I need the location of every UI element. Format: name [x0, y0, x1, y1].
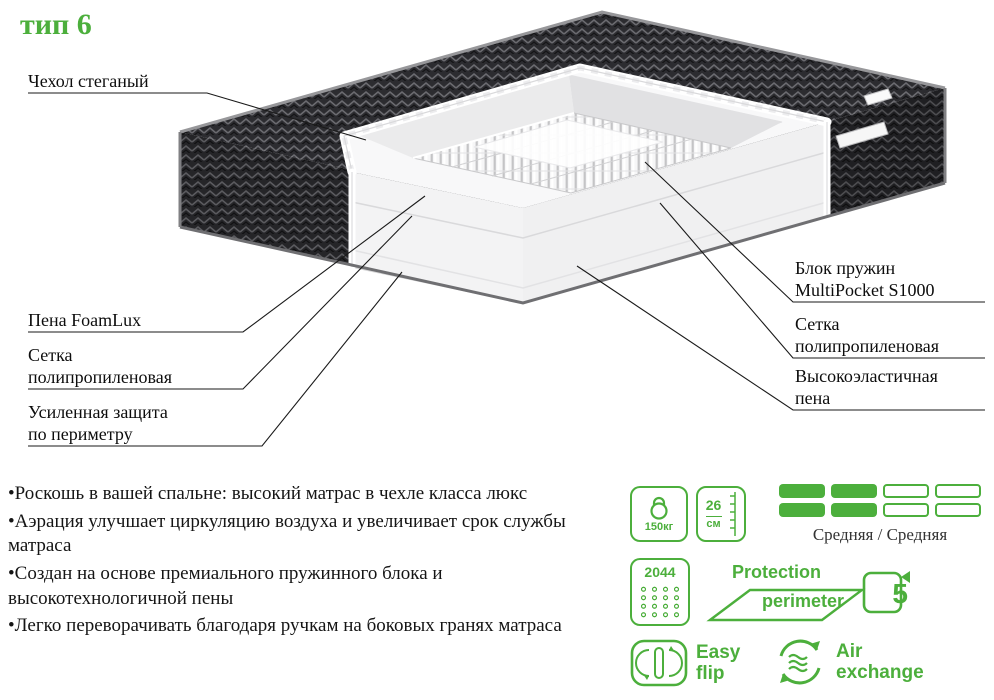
- flip-arrow-icon: [862, 571, 910, 614]
- page-title: тип 6: [20, 8, 92, 41]
- ruler-icon: [729, 492, 736, 536]
- protection-text-1: Protection: [732, 562, 822, 582]
- air-exchange-block: Air exchange: [772, 634, 924, 690]
- firmness-bar: [831, 503, 877, 517]
- mesh-layer-line: [351, 151, 828, 239]
- feature-item: •Легко переворачивать благодаря ручкам н…: [8, 615, 562, 637]
- cut-face-left: [352, 172, 523, 303]
- firmness-bar: [935, 484, 981, 498]
- connector-foamlux: [28, 195, 426, 333]
- firmness-bar: [779, 503, 825, 517]
- connector-springs: [644, 161, 985, 303]
- connector-elastic-foam: [576, 265, 985, 411]
- bottom-edge-tape: [179, 181, 946, 305]
- connector-mesh-left: [28, 215, 413, 390]
- corner-edges: [178, 88, 947, 227]
- firmness-label: Средняя / Средняя: [812, 525, 948, 544]
- height-value: 26: [705, 497, 722, 514]
- easy-flip-block: Easy flip: [630, 638, 740, 688]
- label-elastic-foam: Высокоэластичная пена: [795, 366, 938, 408]
- connector-cover: [28, 92, 367, 141]
- badge-panel: 150кг 26 см: [628, 482, 990, 698]
- handle: [835, 121, 889, 149]
- foam-inner-wall-back: [358, 75, 574, 158]
- feature-item: •Аэрация улучшает циркуляцию воздуха и у…: [8, 510, 566, 557]
- cut-face-front: [523, 122, 827, 303]
- springs-dots-icon: [638, 584, 682, 619]
- height-badge: 26 см: [696, 486, 746, 542]
- firmness-scale: Средняя / Средняя: [774, 484, 986, 545]
- spring-top-highlight: [412, 112, 575, 159]
- five-zones-badge: 5: [860, 564, 912, 620]
- label-springs: Блок пружин MultiPocket S1000: [795, 258, 935, 300]
- label-cover: Чехол стеганый: [28, 71, 149, 91]
- weight-badge: 150кг: [630, 486, 688, 542]
- air-text-2: exchange: [836, 662, 924, 683]
- label-mesh-right: Сетка полипропиленовая: [795, 314, 940, 356]
- air-exchange-icon: [779, 639, 821, 685]
- firmness-row-bottom: [779, 503, 981, 517]
- feature-item: •Создан на основе премиального пружинног…: [8, 563, 443, 609]
- connector-perimeter: [28, 271, 403, 447]
- mattress-illustration: [28, 10, 985, 447]
- firmness-bar: [831, 484, 877, 498]
- springs-count: 2044: [644, 564, 676, 581]
- height-divider: [705, 515, 722, 517]
- firmness-bar: [883, 484, 929, 498]
- feature-list: •Роскошь в вашей спальне: высокий матрас…: [8, 482, 593, 642]
- foam-layer-line: [351, 201, 828, 289]
- firmness-bar: [779, 484, 825, 498]
- firmness-bar: [883, 503, 929, 517]
- perimeter-outline-icon: [706, 588, 866, 622]
- zones-number: 5: [892, 578, 908, 609]
- label-mesh-left: Сетка полипропиленовая: [28, 345, 173, 387]
- label-tag: [863, 88, 893, 106]
- weight-value: 150кг: [644, 520, 674, 533]
- protection-text-2: perimeter: [762, 591, 845, 611]
- label-foamlux: Пена FoamLux: [28, 310, 142, 330]
- protection-perimeter-badge: Protection perimeter: [704, 562, 868, 626]
- label-perimeter: Усиленная защита по периметру: [28, 402, 168, 444]
- cover-cut-line: [343, 67, 828, 173]
- center-foam-pad: [473, 119, 664, 169]
- firmness-row-top: [779, 484, 981, 498]
- firmness-bar: [935, 503, 981, 517]
- springs-count-badge: 2044: [630, 558, 690, 626]
- feature-item: •Роскошь в вашей спальне: высокий матрас…: [8, 483, 528, 504]
- easyflip-text-1: Easy: [696, 641, 741, 663]
- height-unit: см: [706, 517, 721, 530]
- easyflip-text-2: flip: [696, 663, 725, 684]
- air-text-1: Air: [836, 640, 863, 662]
- foam-inner-wall-right: [569, 75, 782, 148]
- top-edge-tape: [179, 10, 946, 134]
- connector-mesh-right: [659, 202, 985, 359]
- easy-flip-icon: [630, 639, 688, 687]
- kettlebell-icon: [650, 496, 668, 520]
